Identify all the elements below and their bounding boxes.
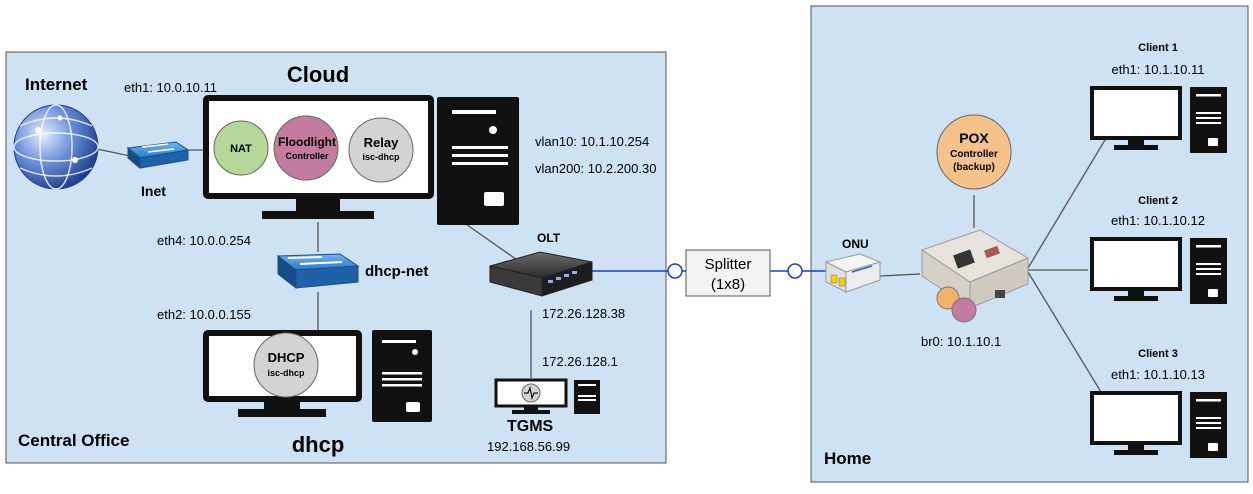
internet-label: Internet — [25, 75, 88, 94]
cloud-eth1-label: eth1: 10.0.10.11 — [124, 80, 217, 95]
olt-ip1-label: 172.26.128.38 — [542, 306, 625, 321]
client-2-ip: eth1: 10.1.10.12 — [1111, 213, 1205, 228]
home-router-board-icon — [920, 229, 1030, 323]
client-3-ip: eth1: 10.1.10.13 — [1111, 367, 1205, 382]
dhcp-net-switch-icon — [276, 253, 360, 290]
onu-device-icon — [824, 253, 882, 293]
dhcp-tower-server-icon — [372, 330, 432, 422]
relay-node: Relay isc-dhcp — [348, 117, 414, 183]
cloud-title: Cloud — [287, 62, 349, 87]
client-1-computer-icon — [1090, 86, 1227, 153]
client-2-computer-icon — [1090, 237, 1227, 304]
dhcp-node: DHCP isc-dhcp — [253, 332, 319, 398]
home-zone — [810, 5, 1249, 483]
olt-device-icon — [489, 251, 593, 297]
svg-text:isc-dhcp: isc-dhcp — [267, 368, 305, 378]
olt-ip2-label: 172.26.128.1 — [542, 354, 618, 369]
svg-text:NAT: NAT — [230, 143, 252, 155]
olt-label: OLT — [537, 231, 561, 245]
svg-text:(1x8): (1x8) — [711, 276, 745, 293]
client-3-name: Client 3 — [1138, 348, 1178, 360]
inet-switch-icon — [126, 141, 190, 170]
svg-text:Controller: Controller — [950, 149, 998, 160]
globe-icon — [13, 104, 99, 190]
svg-text:DHCP: DHCP — [268, 350, 305, 365]
cloud-eth2-label: eth2: 10.0.0.155 — [157, 307, 251, 322]
cloud-eth4-label: eth4: 10.0.0.254 — [157, 233, 251, 248]
nat-node: NAT — [213, 120, 269, 176]
svg-text:Floodlight: Floodlight — [278, 135, 336, 149]
splitter-box: Splitter (1x8) — [685, 249, 771, 297]
client-1-name: Client 1 — [1138, 42, 1178, 54]
inet-switch-label: Inet — [141, 183, 166, 199]
svg-text:POX: POX — [959, 130, 989, 146]
pox-controller-node: POX Controller (backup) — [936, 114, 1012, 190]
olt-vlan10-label: vlan10: 10.1.10.254 — [535, 134, 649, 149]
dhcp-net-switch-label: dhcp-net — [365, 263, 428, 280]
client-2-name: Client 2 — [1138, 195, 1178, 207]
home-router-br0-label: br0: 10.1.10.1 — [921, 334, 1001, 349]
client-3-computer-icon — [1090, 391, 1227, 458]
tgms-workstation-icon — [494, 378, 600, 414]
olt-vlan200-label: vlan200: 10.2.200.30 — [535, 161, 656, 176]
central-office-label: Central Office — [18, 431, 129, 450]
home-label: Home — [824, 449, 871, 468]
svg-text:(backup): (backup) — [953, 162, 995, 173]
fiber-links — [592, 263, 826, 279]
tgms-ip-label: 192.168.56.99 — [487, 439, 570, 454]
tgms-label: TGMS — [507, 418, 554, 435]
onu-label: ONU — [842, 237, 869, 251]
svg-text:Controller: Controller — [285, 151, 328, 161]
svg-text:isc-dhcp: isc-dhcp — [362, 152, 400, 162]
svg-text:Relay: Relay — [364, 135, 399, 150]
dhcp-host-title: dhcp — [292, 432, 345, 457]
client-1-ip: eth1: 10.1.10.11 — [1111, 62, 1204, 77]
cloud-tower-server-icon — [437, 97, 519, 225]
svg-text:Splitter: Splitter — [705, 256, 752, 273]
floodlight-controller-node: Floodlight Controller — [273, 115, 339, 181]
